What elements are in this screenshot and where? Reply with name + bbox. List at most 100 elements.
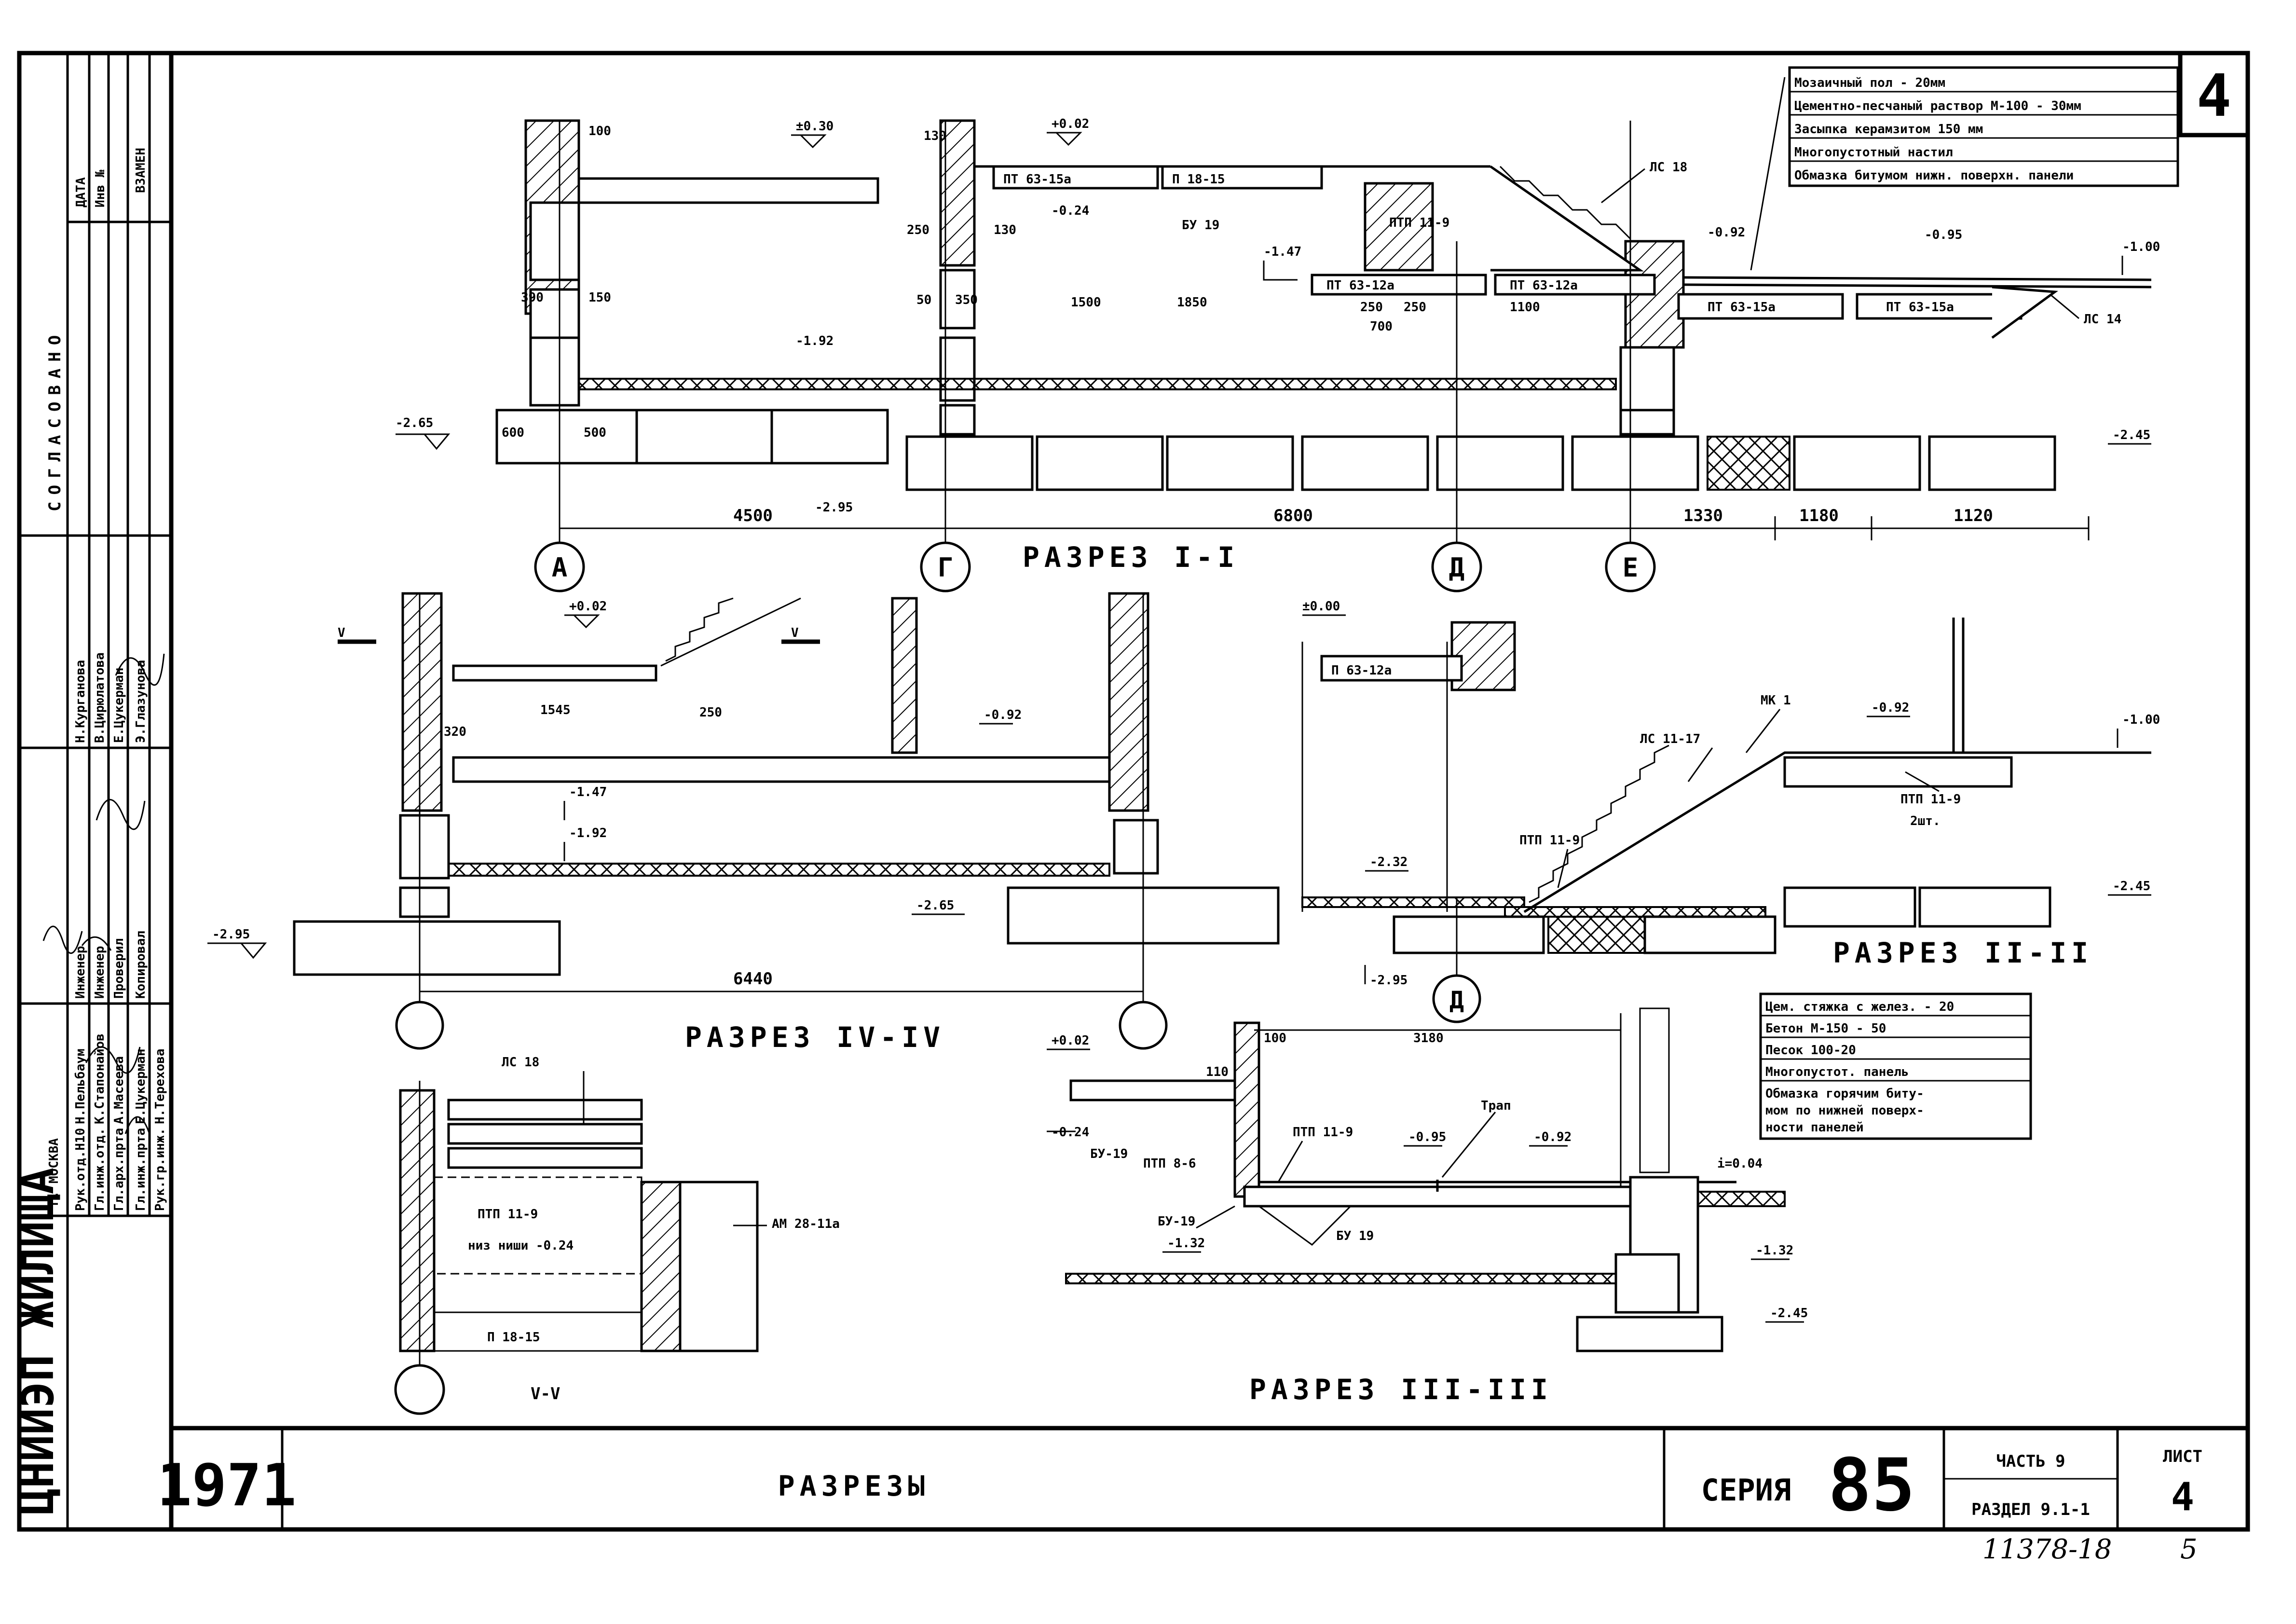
s3-leaders — [1196, 1112, 1496, 1229]
section-1-1-title: РАЗРЕЗ I-I — [1023, 541, 1239, 574]
dim-1850: 1850 — [1177, 295, 1207, 310]
signature-2 — [96, 799, 146, 830]
footing-4 — [1301, 435, 1429, 491]
footing-a-1 — [495, 409, 643, 465]
s3-dim-3180: 3180 — [1413, 1031, 1444, 1046]
sv-axis-bubble — [394, 1364, 445, 1415]
axis-bubble-d — [1431, 541, 1482, 592]
stamp-city: г. МОСКВА — [47, 1138, 61, 1206]
panel-p18-15 — [1161, 165, 1323, 190]
s4-slab — [452, 756, 1111, 783]
dim-500: 500 — [584, 426, 606, 440]
s4-mark-295: -2.95 — [212, 927, 250, 942]
section-v-v-title: V-V — [531, 1384, 560, 1404]
s2-axis: Д — [1449, 986, 1464, 1014]
stamp-pos-name-2: В.Цирюлатова — [93, 652, 107, 743]
s2-label-p63-12a: П 63-12а — [1331, 663, 1392, 678]
s4-mark-092: -0.92 — [984, 708, 1022, 722]
stamp-replace-label: ВЗАМЕН — [134, 148, 148, 193]
s3-label-ptp8-6: ПТП 8-6 — [1143, 1156, 1196, 1171]
s4-dim-1545: 1545 — [540, 703, 571, 717]
panel-pt63-12a-2 — [1494, 274, 1656, 296]
stamp-position-4: Копировал — [134, 931, 148, 999]
mark-092: -0.92 — [1708, 225, 1745, 240]
s3-footing — [1576, 1316, 1723, 1352]
stamp-role-5: Рук.гр.инж. — [153, 1128, 167, 1211]
wall-g-block-3 — [939, 404, 976, 436]
sv-wall-right — [640, 1181, 682, 1352]
footing-fill — [1707, 436, 1790, 491]
dim-1120: 1120 — [1954, 506, 1993, 525]
signature-1 — [42, 925, 112, 954]
s4-footing-left — [293, 920, 561, 976]
section-2-2: Д ±0.00 -0.92 -1.00 -2.32 -2.95 -2.45 П … — [1301, 599, 2160, 1023]
stair-steps-1 — [1499, 165, 1631, 240]
title-sheet-label: ЛИСТ — [2163, 1447, 2202, 1466]
corner-number: 4 — [2197, 63, 2231, 130]
footing-a-2 — [635, 409, 773, 465]
s3-dim-110: 110 — [1206, 1065, 1229, 1079]
section-v-v: ЛС 18 ПТП 11-9 низ ниши -0.24 АМ 28-11а … — [394, 1055, 840, 1415]
dim-100: 100 — [588, 124, 611, 138]
dim-50: 50 — [916, 293, 931, 307]
layer-2: Цементно-песчаный раствор М-100 - 30мм — [1794, 99, 2081, 113]
sv-label-am28: АМ 28-11а — [772, 1217, 840, 1231]
stamp-role-2: Гл.инж.отд. — [93, 1128, 107, 1211]
wall-a-block-1 — [529, 201, 580, 281]
s3-floor-right — [1697, 1191, 1786, 1207]
s3-mark-132a: -1.32 — [1167, 1236, 1205, 1251]
stamp-inv-label: Инв № — [93, 169, 108, 207]
s3-layer-6: мом по нижней поверх- — [1765, 1103, 1924, 1118]
section-3-3-title: РАЗРЕЗ III-III — [1249, 1373, 1553, 1406]
wall-e-block-2 — [1619, 409, 1675, 436]
label-pt63-15a: ПТ 63-15а — [1003, 172, 1071, 187]
sv-block — [679, 1181, 759, 1352]
s3-mark-024: -0.24 — [1052, 1125, 1089, 1140]
footing-2 — [1036, 435, 1164, 491]
stair-1 — [1490, 165, 1644, 272]
s2-ground-2 — [1504, 906, 1766, 918]
s3-layer-7: ности панелей — [1765, 1120, 1864, 1135]
dim-150: 150 — [588, 290, 611, 305]
s2-axis-bubble — [1432, 974, 1481, 1023]
axis-a: А — [552, 552, 568, 583]
s3-label-trap: Трап — [1481, 1099, 1511, 1113]
sv-lintel — [433, 1311, 642, 1352]
layers-legend-1: Мозаичный пол - 20мм Цементно-песчаный р… — [1750, 66, 2179, 271]
s2-footing-3 — [1783, 886, 1916, 928]
sv-slab-1 — [447, 1099, 643, 1121]
signature-4 — [86, 1046, 141, 1074]
stamp-role-4: Гл.инж.прта — [134, 1128, 148, 1211]
wall-a-block-3 — [529, 336, 580, 407]
s2-footing-1 — [1393, 915, 1545, 954]
axis-g: Г — [938, 552, 954, 583]
mark-295: -2.95 — [815, 500, 853, 515]
s4-stair — [660, 597, 801, 667]
layer-3: Засыпка керамзитом 150 мм — [1794, 122, 1983, 137]
signature-3 — [115, 653, 165, 686]
s2-panel-p63-12a — [1320, 655, 1463, 682]
stamp-position-2: Инженер — [93, 946, 107, 999]
dim-1100: 1100 — [1510, 300, 1540, 315]
sv-label-ptp11-9: ПТП 11-9 — [478, 1207, 538, 1222]
title-series-number: 85 — [1828, 1444, 1915, 1528]
dim-1180: 1180 — [1799, 506, 1839, 525]
s4-wall-left — [401, 592, 443, 812]
s3-support — [1258, 1205, 1352, 1246]
title-series-label: СЕРИЯ — [1701, 1473, 1791, 1508]
dim-350: 350 — [955, 293, 978, 307]
s3-dim-100: 100 — [1264, 1031, 1286, 1046]
section-2-2-title: РАЗРЕЗ II-II — [1833, 936, 2093, 969]
dim-4500: 4500 — [733, 506, 773, 525]
wall-g-block-1 — [939, 269, 976, 330]
section-1-1: Мозаичный пол - 20мм Цементно-песчаный р… — [396, 66, 2179, 592]
mark-024: -0.24 — [1052, 204, 1089, 218]
s3-level-arrows — [1047, 1048, 1804, 1323]
layer-1: Мозаичный пол - 20мм — [1794, 76, 1945, 90]
footing-5 — [1436, 435, 1564, 491]
s2-mark-295: -2.95 — [1370, 973, 1408, 988]
footing-8 — [1928, 435, 2056, 491]
s4-ground — [440, 863, 1110, 877]
sv-slab-2 — [447, 1123, 643, 1145]
s4-axis-left — [395, 1001, 444, 1050]
